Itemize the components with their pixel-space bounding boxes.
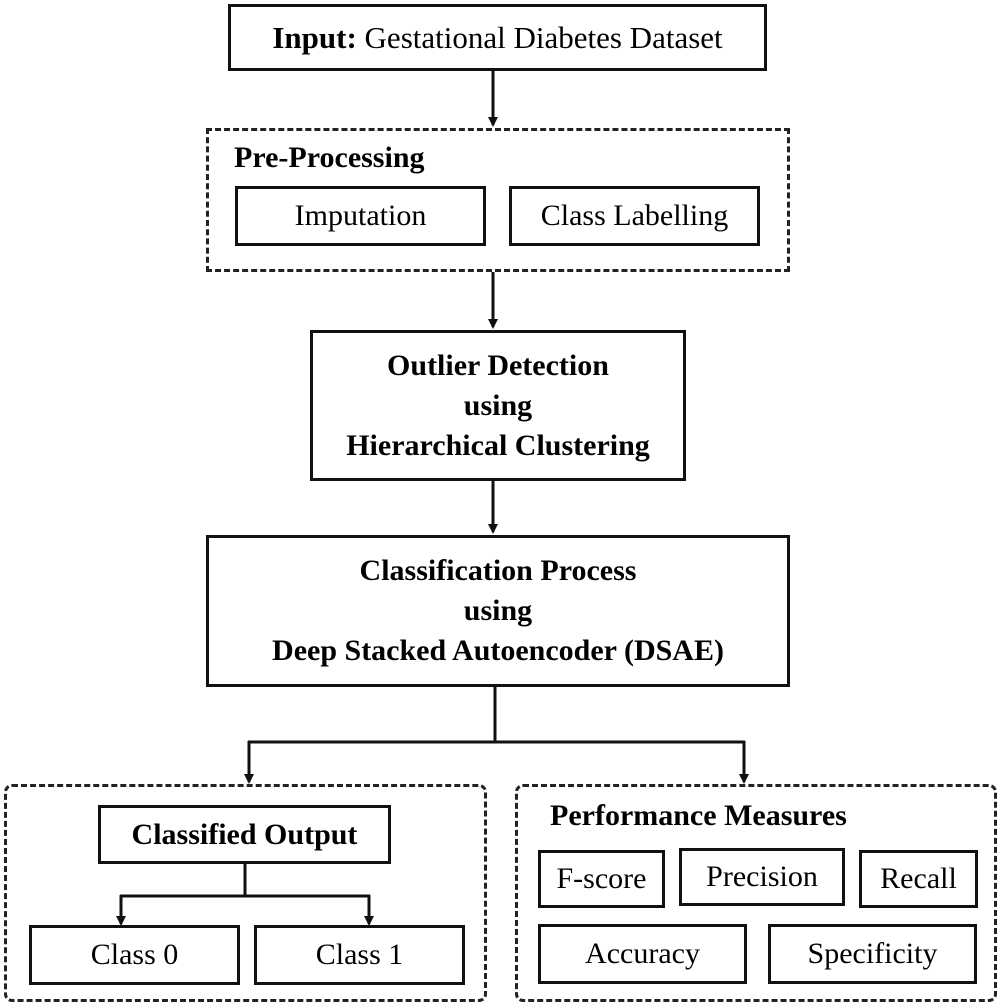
fscore-box: F-score bbox=[538, 850, 665, 908]
class-0-box: Class 0 bbox=[29, 925, 240, 985]
performance-group bbox=[515, 784, 997, 1002]
accuracy-box: Accuracy bbox=[538, 924, 747, 984]
outlier-line-3: Hierarchical Clustering bbox=[346, 428, 650, 462]
preprocessing-title: Pre-Processing bbox=[234, 141, 425, 174]
classification-line-3: Deep Stacked Autoencoder (DSAE) bbox=[272, 634, 724, 667]
classification-line-1: Classification Process bbox=[359, 554, 637, 587]
classification-line-2: using bbox=[463, 594, 533, 627]
input-label: Input: bbox=[272, 19, 357, 55]
preprocessing-group bbox=[206, 128, 790, 272]
classification-box: Classification Process using Deep Stacke… bbox=[206, 535, 790, 687]
imputation-box: Imputation bbox=[235, 186, 486, 246]
outlier-line-1: Outlier Detection bbox=[387, 348, 609, 382]
outlier-detection-box: Outlier Detection using Hierarchical Clu… bbox=[310, 330, 686, 481]
performance-title: Performance Measures bbox=[550, 799, 847, 832]
classified-output-group bbox=[4, 784, 487, 1002]
classified-output-box: Classified Output bbox=[98, 805, 391, 864]
input-value: Gestational Diabetes Dataset bbox=[364, 19, 723, 55]
input-box: Input: Gestational Diabetes Dataset bbox=[228, 4, 767, 71]
precision-box: Precision bbox=[679, 848, 845, 906]
class-labelling-box: Class Labelling bbox=[509, 186, 760, 246]
outlier-line-2: using bbox=[463, 388, 533, 422]
specificity-box: Specificity bbox=[768, 924, 977, 984]
class-1-box: Class 1 bbox=[254, 925, 465, 985]
recall-box: Recall bbox=[859, 850, 978, 908]
